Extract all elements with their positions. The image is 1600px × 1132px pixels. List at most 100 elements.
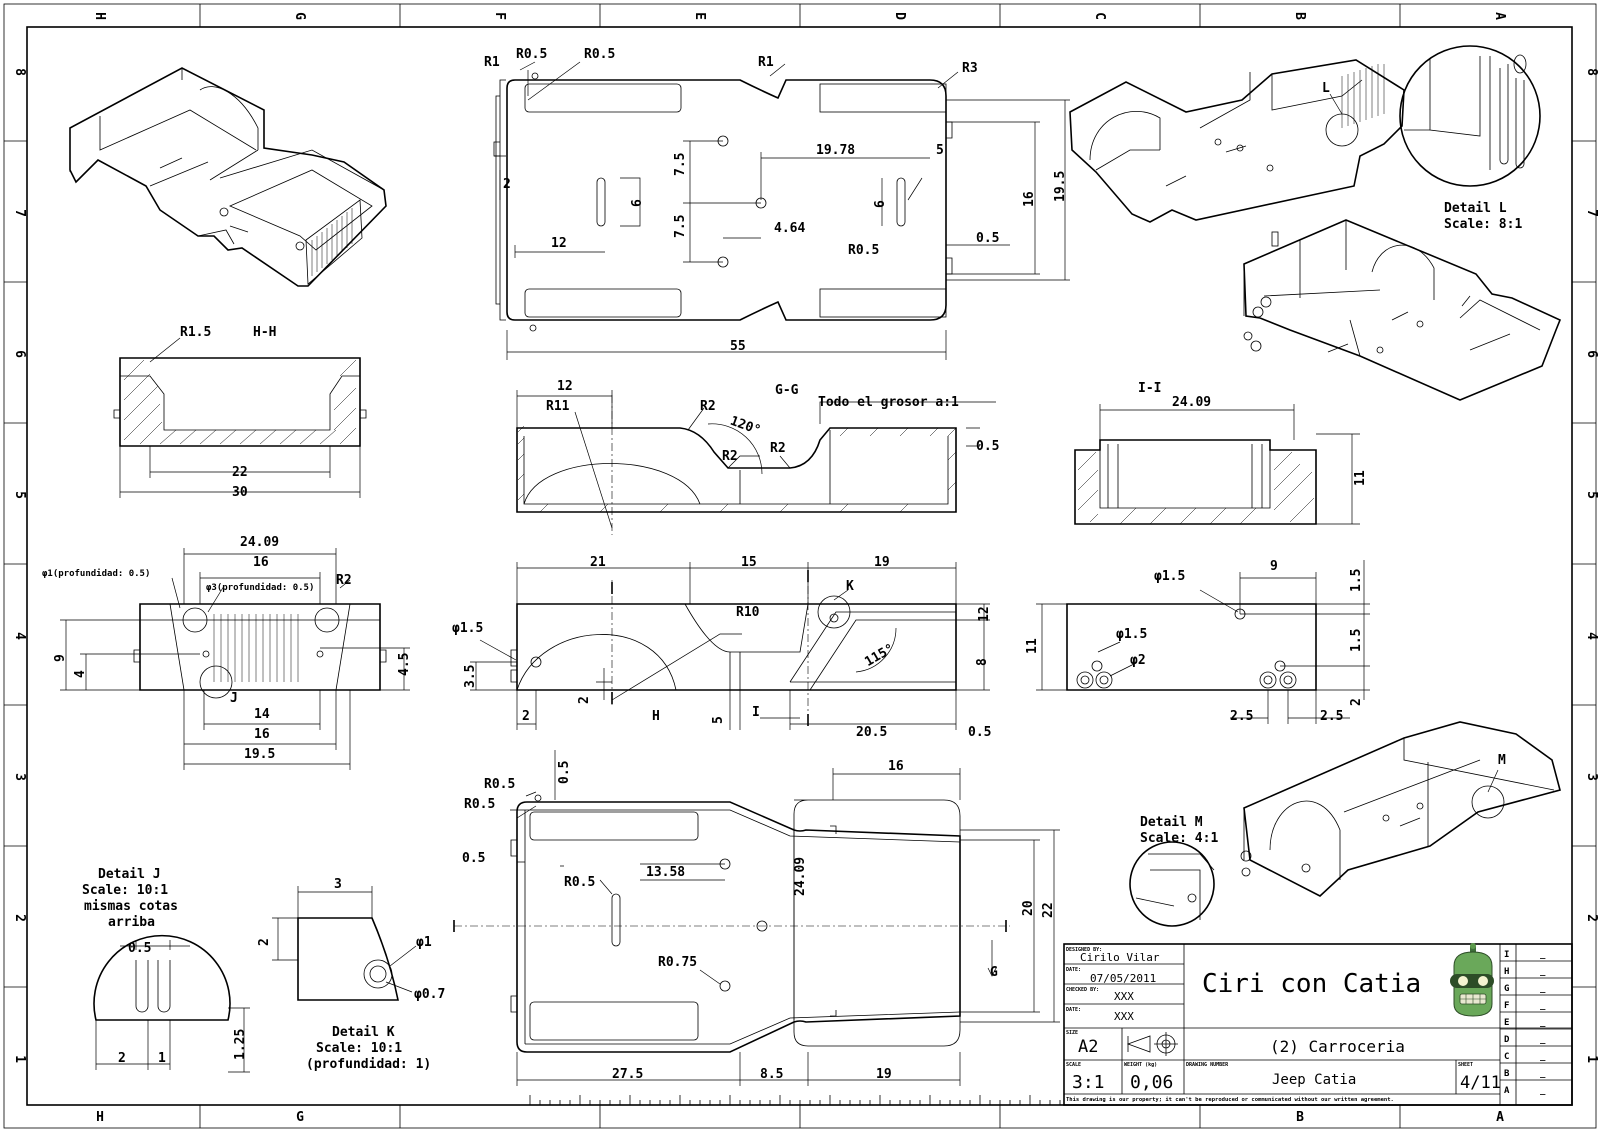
- top-dim-19-78: 19.78: [816, 143, 855, 158]
- isometric-view-rear-right: L: [1069, 59, 1405, 223]
- zone-col-b: B: [1292, 12, 1307, 20]
- zone-col-f: F: [492, 12, 507, 20]
- side-label-i: I: [752, 705, 760, 720]
- front-dim-16-top: 16: [253, 555, 269, 570]
- side-dim-3-5: 3.5: [463, 665, 478, 688]
- size-label: SIZE: [1066, 1030, 1078, 1036]
- detail-m-title: Detail M: [1140, 815, 1203, 830]
- ii-dim-11: 11: [1353, 470, 1368, 486]
- detail-k-scale: Scale: 10:1: [316, 1041, 402, 1056]
- revision-value: _: [1540, 950, 1546, 960]
- bottom-radius-4: R0.75: [658, 955, 697, 970]
- zone-row-8-right: 8: [1584, 68, 1599, 76]
- zone-row-6: 6: [12, 350, 27, 358]
- zone-bottom-b: B: [1296, 1110, 1304, 1125]
- side-dim-20-5: 20.5: [856, 725, 887, 740]
- zone-row-5: 5: [12, 491, 27, 499]
- gg-title: G-G: [775, 383, 799, 398]
- zone-bottom-h: H: [96, 1110, 104, 1125]
- drawing-number-label: DRAWING NUMBER: [1186, 1062, 1229, 1068]
- section-g-g: G-G Todo el grosor a:1 R11 R2 R2 R2 120°…: [516, 379, 999, 535]
- detail-k-dim-3: 3: [334, 877, 342, 892]
- detail-k-note: (profundidad: 1): [306, 1057, 431, 1072]
- detail-j-scale: Scale: 10:1: [82, 883, 168, 898]
- scale-value: 3:1: [1072, 1072, 1105, 1093]
- side-dim-8: 8: [975, 658, 990, 666]
- zone-row-4-right: 4: [1584, 632, 1599, 640]
- date2-value: XXX: [1114, 1010, 1134, 1023]
- detail-j-dim-1-25: 1.25: [233, 1029, 248, 1060]
- weight-value: 0,06: [1130, 1072, 1173, 1093]
- front-dim-4-5: 4.5: [397, 653, 412, 676]
- top-dim-6-left: 6: [630, 199, 645, 207]
- rear-dim-2: 2: [1349, 698, 1364, 706]
- zone-col-a: A: [1492, 12, 1507, 20]
- gg-radius-11: R11: [546, 399, 570, 414]
- hh-title: H-H: [253, 325, 276, 340]
- front-label-j: J: [230, 691, 238, 706]
- front-dim-14: 14: [254, 707, 270, 722]
- revision-letter: C: [1504, 1052, 1509, 1062]
- front-dim-9: 9: [53, 654, 68, 662]
- bottom-dim-19: 19: [876, 1067, 892, 1082]
- revision-value: _: [1540, 1018, 1546, 1028]
- hh-radius: R1.5: [180, 325, 211, 340]
- bottom-view: R0.5 R0.5 R0.5 R0.75 G 0.5 0.5 16 13.58 …: [453, 750, 1060, 1086]
- zone-row-3-right: 3: [1584, 773, 1599, 781]
- date-label: DATE:: [1066, 967, 1081, 973]
- front-hole-1: φ1(profundidad: 0.5): [42, 568, 150, 579]
- zone-col-g: G: [292, 12, 307, 20]
- gg-angle: 120°: [728, 414, 763, 439]
- top-radius-5: R3: [962, 61, 978, 76]
- top-radius-2: R0.5: [516, 47, 547, 62]
- size-value: A2: [1078, 1037, 1098, 1057]
- zone-row-4: 4: [12, 632, 27, 640]
- revision-value: _: [1540, 1035, 1546, 1045]
- zone-markers: H G F E D C B A H G B A 8 7 6 5 4 3 2 1 …: [4, 4, 1599, 1128]
- designed-by-label: DESIGNED BY:: [1066, 947, 1102, 953]
- side-label-h: H: [652, 709, 660, 724]
- top-dim-16: 16: [1022, 191, 1037, 207]
- section-h-h: H-H R1.5 22 30: [113, 325, 367, 500]
- detail-j-dim-2: 2: [118, 1051, 126, 1066]
- gg-radius-2b: R2: [722, 449, 738, 464]
- detail-l-scale: Scale: 8:1: [1444, 217, 1522, 232]
- date2-label: DATE:: [1066, 1007, 1081, 1013]
- weight-label: WEIGHT (kg): [1124, 1062, 1157, 1068]
- zone-row-2-right: 2: [1584, 914, 1599, 922]
- section-i-i: I-I 24.09 11: [1074, 381, 1368, 525]
- part-title: (2) Carroceria: [1270, 1037, 1405, 1056]
- gg-radius-2a: R2: [700, 399, 716, 414]
- zone-col-h: H: [92, 12, 107, 20]
- revision-letter: I: [1504, 950, 1509, 960]
- rear-dim-2-5-left: 2.5: [1230, 709, 1253, 724]
- side-dim-2-left: 2: [522, 709, 530, 724]
- revision-letter: A: [1504, 1086, 1510, 1096]
- detail-j-dim-0-5: 0.5: [128, 941, 151, 956]
- revision-letter: G: [1504, 984, 1509, 994]
- revision-value: _: [1540, 984, 1546, 994]
- zone-row-7-right: 7: [1584, 209, 1599, 217]
- side-dim-5: 5: [711, 716, 726, 724]
- front-dim-19-5: 19.5: [244, 747, 275, 762]
- detail-j-title: Detail J: [98, 867, 161, 882]
- top-dim-6-right: 6: [873, 200, 888, 208]
- front-radius: R2: [336, 573, 352, 588]
- front-view: φ1(profundidad: 0.5) φ3(profundidad: 0.5…: [42, 535, 412, 770]
- top-dim-7-5-lower: 7.5: [673, 215, 688, 238]
- side-dim-0-5: 0.5: [968, 725, 991, 740]
- gg-dim-0-5: 0.5: [976, 439, 999, 454]
- revision-letter: E: [1504, 1018, 1509, 1028]
- top-dim-55: 55: [730, 339, 746, 354]
- top-dim-19-5: 19.5: [1053, 171, 1068, 202]
- bottom-radius-3: R0.5: [564, 875, 595, 890]
- side-dim-2-mid: 2: [577, 696, 592, 704]
- checked-by-label: CHECKED BY:: [1066, 987, 1099, 993]
- revision-letter: D: [1504, 1035, 1510, 1045]
- rear-dim-11: 11: [1025, 638, 1040, 654]
- front-dim-16: 16: [254, 727, 270, 742]
- side-angle: 115°: [862, 641, 897, 670]
- bottom-dim-22: 22: [1041, 902, 1056, 918]
- revision-letter: B: [1504, 1069, 1510, 1079]
